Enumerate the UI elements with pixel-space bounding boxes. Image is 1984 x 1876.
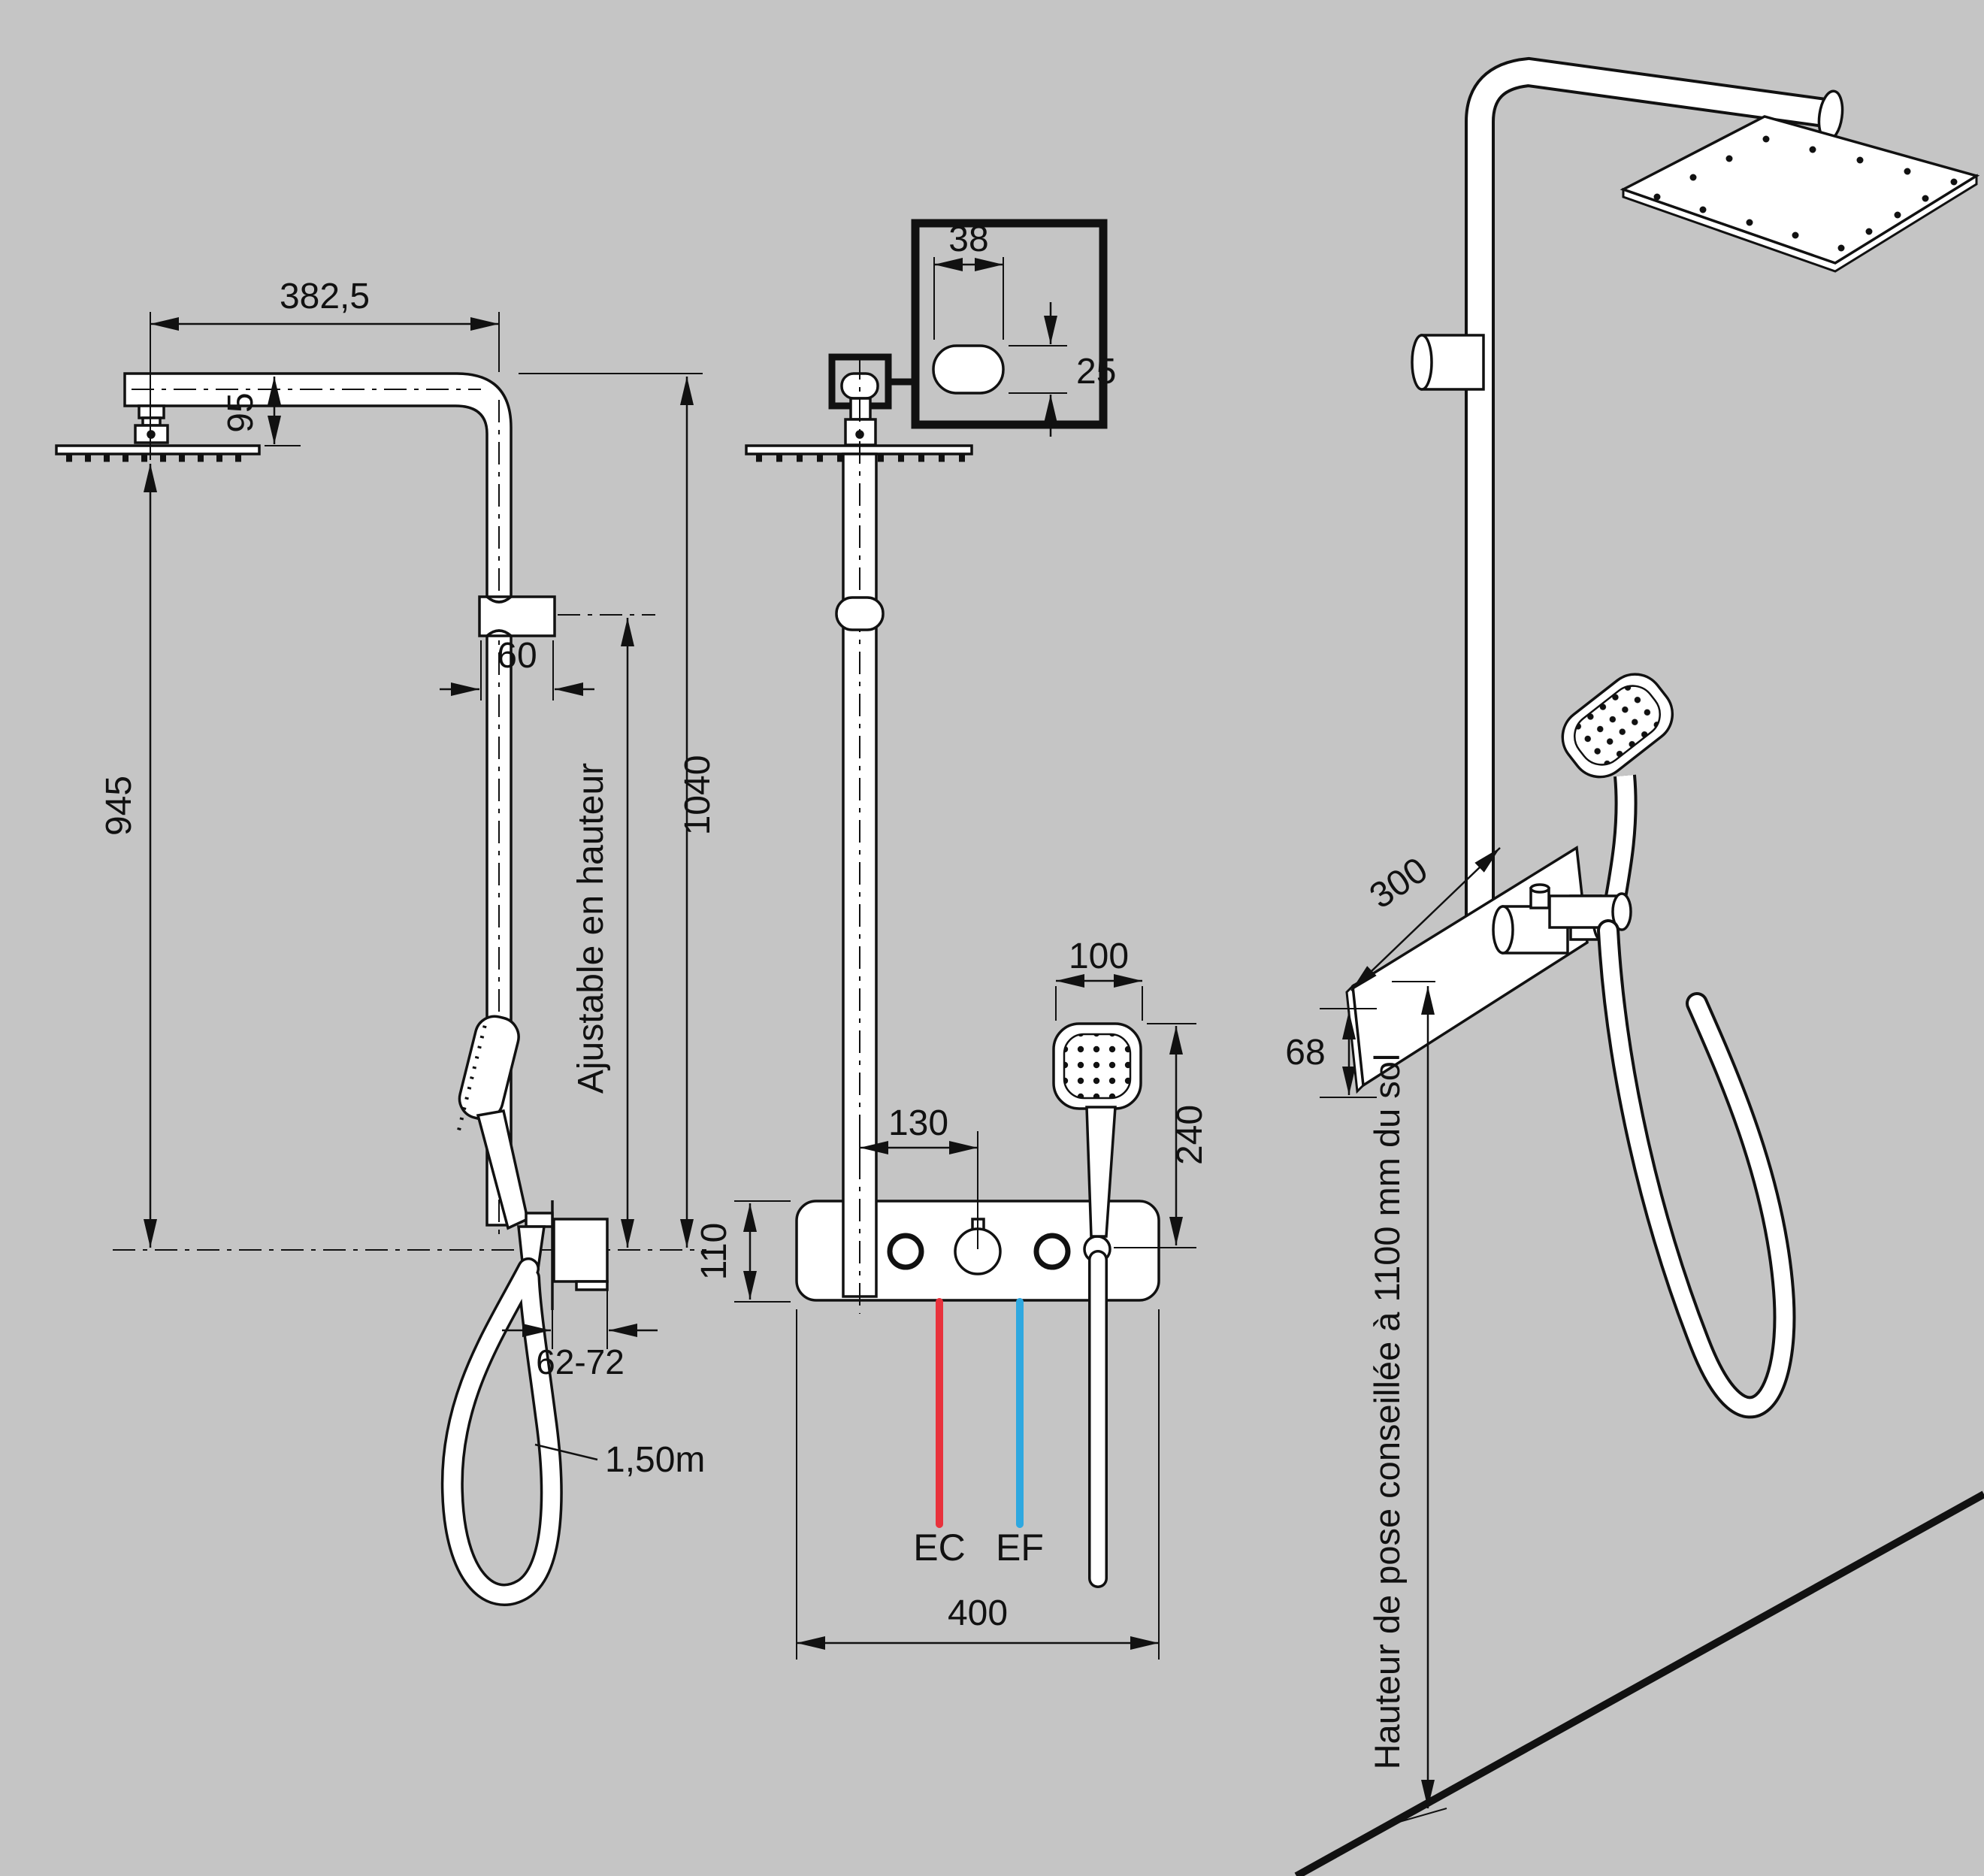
side-slider-bracket [478, 595, 556, 637]
label-hose-length: 1,50m [605, 1440, 705, 1480]
dim-panel-width: 400 [948, 1593, 1008, 1633]
dim-hand-height: 240 [1170, 1105, 1210, 1165]
side-view [55, 372, 706, 1606]
dim-slider-width: 60 [497, 636, 537, 676]
detail-inset [911, 219, 1108, 429]
dimension-lines [144, 258, 1501, 1808]
label-hot-inlet: EC [913, 1527, 965, 1569]
extension-lines [150, 257, 1447, 1823]
dim-valve-depth: 62-72 [536, 1342, 625, 1381]
perspective-view [1345, 56, 1980, 1419]
floor-line [1294, 1490, 1984, 1876]
label-install-height: Hauteur de pose conseillée à 1100 mm du … [1367, 1054, 1407, 1770]
persp-rain-head-nozzle-dots [1653, 135, 1958, 252]
leader-hose-length [534, 1443, 598, 1461]
dim-column-offset: 130 [888, 1103, 948, 1143]
dim-head-drop: 95 [221, 392, 261, 432]
side-arm-and-riser-pipe [123, 372, 513, 1227]
detail-pipe-section [932, 344, 1005, 395]
dim-persp-width: 300 [1362, 850, 1435, 917]
persp-handshower-holder [1548, 892, 1632, 931]
dim-total-height: 1040 [678, 755, 718, 836]
front-hand-shower [1052, 1022, 1142, 1238]
dim-head-to-valve: 945 [99, 776, 139, 836]
label-adjustable-height: Ajustable en hauteur [571, 763, 611, 1094]
label-cold-inlet: EF [996, 1527, 1044, 1569]
side-hose [440, 1257, 563, 1606]
dim-detail-width: 38 [948, 219, 988, 259]
dim-detail-depth: 25 [1076, 352, 1116, 392]
front-panel-controls [887, 1218, 1111, 1275]
dim-persp-height: 68 [1285, 1033, 1325, 1073]
persp-riser-pipe [1465, 56, 1827, 971]
side-head-connector [134, 404, 169, 444]
dim-persp-width-line [1350, 847, 1501, 991]
dim-arm-length: 382,5 [280, 277, 370, 316]
persp-slider-bracket [1411, 334, 1485, 391]
front-view [745, 219, 1160, 1588]
side-hand-shower [455, 1015, 530, 1230]
side-rain-head-plate [55, 444, 261, 455]
dim-panel-height: 110 [694, 1223, 734, 1281]
front-column-slider [835, 596, 885, 631]
persp-hose [1597, 919, 1796, 1419]
dim-hand-width: 100 [1069, 936, 1129, 976]
dimension-labels: 382,5 95 60 945 Ajustable en hauteur 104… [99, 219, 1435, 1769]
persp-rain-head-plate [1620, 115, 1980, 273]
side-centerlines [113, 389, 706, 1251]
